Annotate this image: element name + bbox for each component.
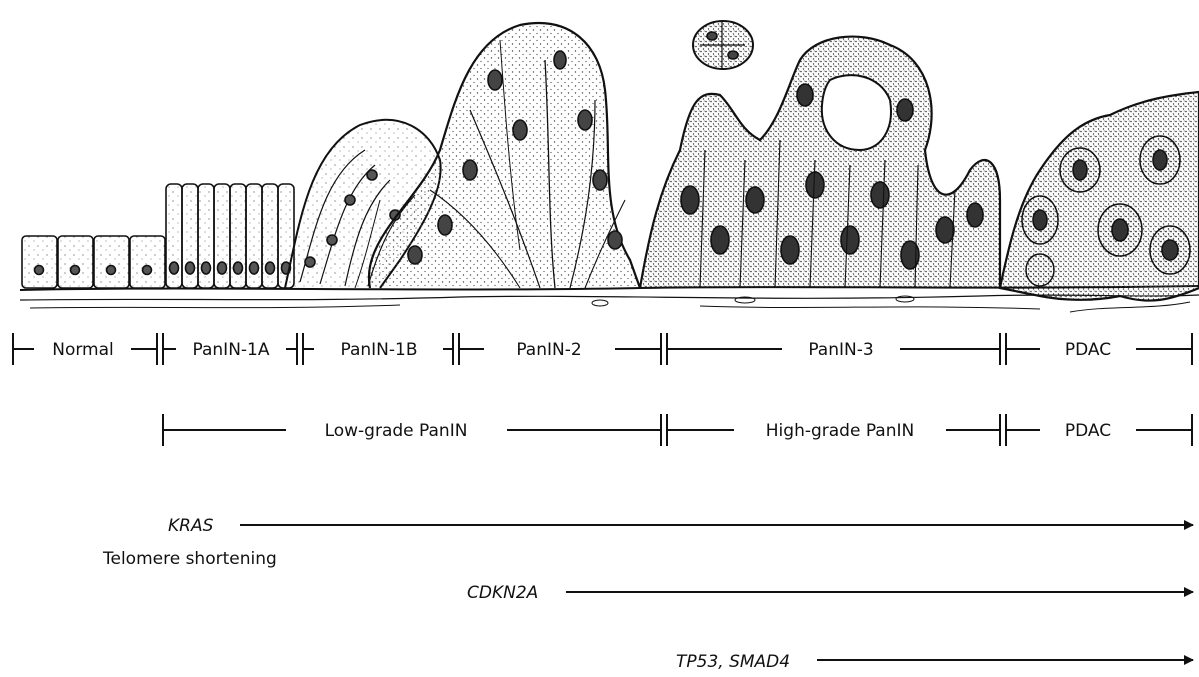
cell-nucleus [170,262,179,274]
normal-cell [94,236,129,288]
gene-label-kras: KRAS [168,516,214,536]
normal-cell [58,236,93,288]
cell-nucleus [71,266,80,275]
genetic-alterations: KRAS Telomere shortening CDKN2A TP53, SM… [102,516,1193,672]
grade-scale [163,414,1192,446]
stage-label-panin3: PanIN-3 [808,340,873,360]
cell-nucleus [107,266,116,275]
stage-label-pdac: PDAC [1065,340,1111,360]
epithelium-illustration [20,21,1199,312]
grade-label-high: High-grade PanIN [766,421,914,441]
cell-nucleus [143,266,152,275]
cell-nucleus [35,266,44,275]
stage-label-panin2: PanIN-2 [516,340,581,360]
normal-cuboidal-cells [22,236,165,288]
stage-label-normal: Normal [52,340,114,360]
cell-nucleus [266,262,275,274]
panin1a-columnar-cells [166,184,294,288]
panin3-lesion [640,21,1000,288]
cell-nucleus [250,262,259,274]
grade-label-low: Low-grade PanIN [325,421,468,441]
cell-nucleus [218,262,227,274]
normal-cell [22,236,57,288]
grade-label-pdac: PDAC [1065,421,1111,441]
cell-nucleus [202,262,211,274]
pdac-invasive-cells [1000,92,1199,301]
cell-nucleus [186,262,195,274]
normal-cell [130,236,165,288]
stage-scale [13,333,1192,365]
gene-label-cdkn2a: CDKN2A [467,583,538,603]
cell-nucleus [234,262,243,274]
stage-label-panin1a: PanIN-1A [193,340,270,360]
telomere-label: Telomere shortening [102,549,277,569]
gene-label-tp53-smad4: TP53, SMAD4 [676,652,790,672]
stage-label-panin1b: PanIN-1B [340,340,417,360]
